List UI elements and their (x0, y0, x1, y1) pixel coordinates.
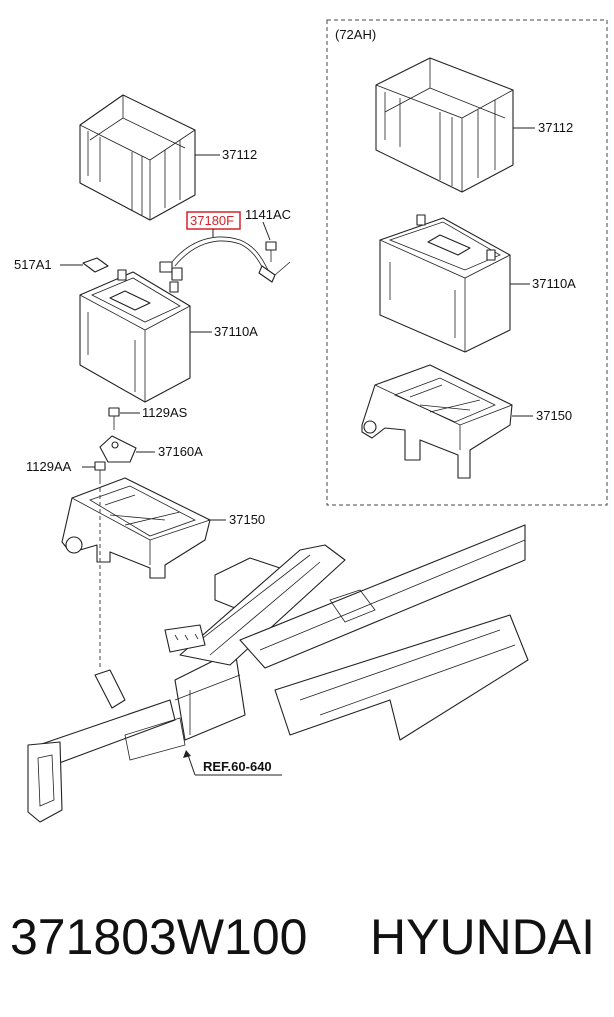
bolt-1129aa-drawing (94, 461, 106, 484)
main-assembly-group: 37112 37180F 1141AC 517A1 (14, 94, 529, 823)
variant-battery-drawing (379, 214, 511, 353)
part-number-caption: 371803W100 (10, 909, 308, 965)
terminal-cap-drawing (82, 257, 109, 273)
tray-bottom-label: 37150 (229, 512, 265, 527)
brand-caption: HYUNDAI (370, 909, 596, 965)
variant-tray-bottom-drawing (361, 364, 513, 479)
tray-top-label: 37112 (222, 147, 257, 162)
bolt-1129as-drawing (108, 407, 120, 430)
cable-drawing (159, 236, 291, 283)
cable-bolt-leader (262, 221, 271, 241)
bolt-1129aa-label: 1129AA (26, 459, 72, 474)
caption-bar: 371803W100 HYUNDAI (0, 900, 614, 980)
tray-bottom-drawing (61, 477, 211, 579)
chassis-frame-drawing (27, 524, 529, 823)
reference-leader (187, 754, 196, 776)
battery-drawing (79, 269, 191, 403)
cable-label: 37180F (190, 213, 234, 228)
variant-box-title: (72AH) (335, 27, 376, 42)
variant-tray-bottom-label: 37150 (536, 408, 572, 423)
clamp-label: 37160A (158, 444, 203, 459)
variant-tray-top-label: 37112 (538, 120, 573, 135)
reference-arrowhead (183, 750, 191, 758)
battery-label: 37110A (214, 324, 258, 339)
cable-bolt-label: 1141AC (245, 207, 291, 222)
cable-bolt-drawing (265, 241, 277, 262)
terminal-cap-label: 517A1 (14, 257, 52, 272)
variant-72ah-group: (72AH) 37112 37110A (326, 19, 608, 506)
bolt-1129as-label: 1129AS (142, 405, 188, 420)
reference-label: REF.60-640 (203, 759, 272, 774)
tray-top-drawing (79, 94, 196, 221)
clamp-drawing (99, 435, 137, 463)
parts-diagram: (72AH) 37112 37110A (14, 19, 608, 823)
variant-battery-label: 37110A (532, 276, 576, 291)
variant-tray-top-drawing (375, 57, 514, 193)
variant-box-border (326, 19, 608, 506)
